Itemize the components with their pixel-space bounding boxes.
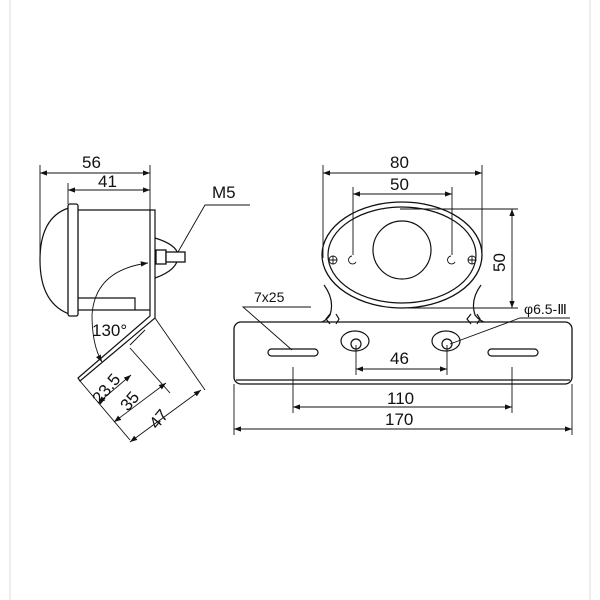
mount-hole (431, 330, 461, 352)
dim-overall-length: 56 (82, 153, 101, 172)
dim-c: 47 (146, 406, 173, 433)
screw-icon (328, 255, 338, 265)
slot-label: 7x25 (254, 289, 285, 305)
lens-housing (321, 201, 483, 309)
dim-lens-height: 50 (490, 253, 509, 272)
bend-angle: 130° (92, 321, 127, 340)
dim-screw-spacing: 50 (390, 175, 409, 194)
angle-arc (91, 261, 149, 363)
dim-body-length: 41 (98, 172, 117, 191)
lamp-body (39, 203, 186, 382)
hole-label: φ6.5-Ⅲ (524, 301, 567, 317)
mounting-plate (233, 321, 573, 385)
slot (487, 348, 539, 357)
front-view: 80 50 50 7x25 φ6.5-Ⅲ 46 110 170 (233, 153, 573, 435)
dim-b: 35 (117, 388, 144, 415)
lens-center (372, 220, 432, 280)
screw-icon (467, 255, 477, 265)
thread-label: M5 (212, 183, 236, 202)
dim-lens-width: 80 (390, 153, 409, 172)
dim-hole-spacing: 46 (390, 349, 409, 368)
side-view: 56 41 M5 130° 23.5 35 47 (39, 153, 250, 443)
mount-hole (340, 330, 370, 352)
dim-plate-width: 170 (385, 410, 413, 429)
slot (267, 348, 319, 357)
dim-slot-spacing: 110 (387, 389, 414, 408)
